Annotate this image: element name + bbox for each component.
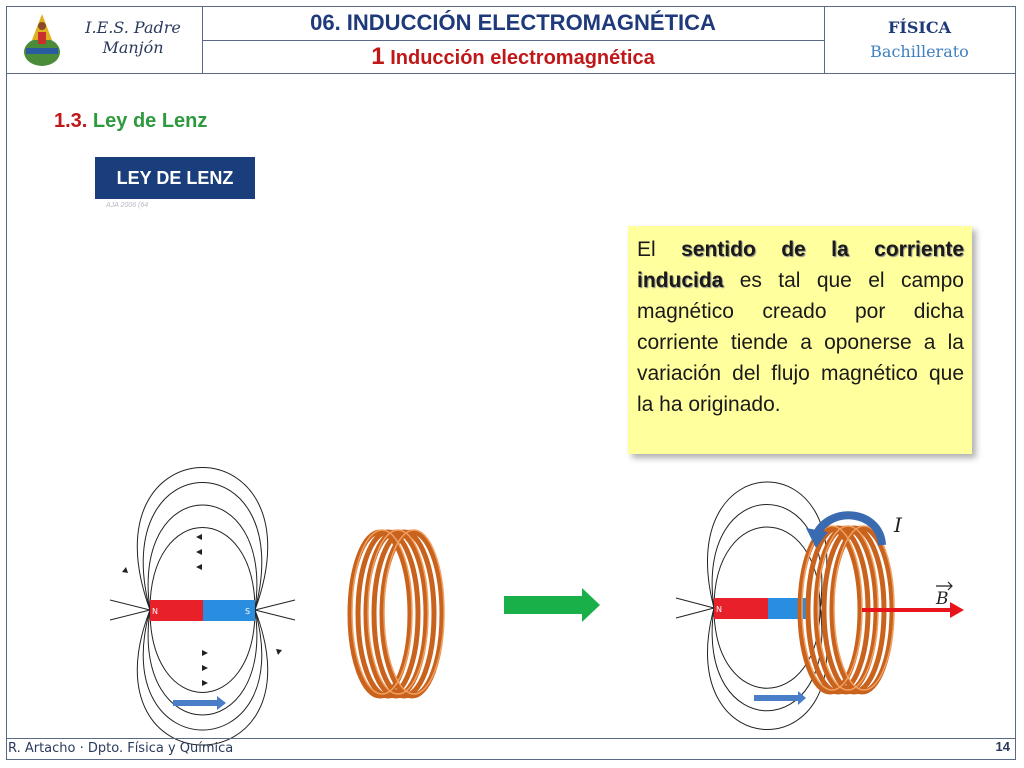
- current-label: I: [893, 513, 903, 537]
- magnet-south-label-left: S: [245, 607, 250, 616]
- slide-frame: [6, 6, 1016, 760]
- coil-left-highlight: [351, 529, 445, 695]
- section-heading: 1.3. Ley de Lenz: [54, 110, 207, 133]
- field-vector-mark: [936, 581, 953, 591]
- motion-arrow-right-body: [754, 695, 798, 701]
- school-name: I.E.S. Padre Manjón: [85, 18, 181, 57]
- page-number: 14: [995, 739, 1010, 754]
- field-lines-left: [109, 467, 296, 746]
- subject-name: FÍSICA: [887, 18, 952, 37]
- subunit-name: Inducción electromagnética: [390, 47, 655, 69]
- transition-arrow-body: [504, 596, 584, 614]
- subunit-number: 1: [371, 43, 385, 70]
- field-arrow-body: [862, 608, 952, 612]
- magnet-north-label-right: N: [716, 605, 722, 614]
- section-number: 1.3.: [54, 110, 88, 132]
- magnet-north-label-left: N: [152, 607, 158, 616]
- footer-bar: [6, 738, 1016, 760]
- magnet-south-left: [203, 600, 255, 621]
- school-logo-cell: I.E.S. Padre Manjón: [6, 6, 203, 73]
- induced-current-arrowhead: [806, 528, 828, 548]
- magnet-north-left: [150, 600, 203, 621]
- footer-author: R. Artacho · Dpto. Física y Química: [8, 741, 234, 756]
- field-label: B: [935, 589, 949, 609]
- field-arrow-head: [950, 602, 964, 618]
- title-cell: 06. INDUCCIÓN ELECTROMAGNÉTICA 1 Inducci…: [202, 6, 825, 73]
- section-name: Ley de Lenz: [92, 110, 208, 132]
- motion-arrow-left-head: [217, 696, 226, 710]
- course-level: Bachillerato: [870, 42, 969, 61]
- callout-text-end: es tal que el campo magnético creado por…: [637, 269, 964, 416]
- subunit-title: 1 Inducción electromagnética: [202, 41, 824, 73]
- subject-cell: FÍSICA Bachillerato: [824, 6, 1015, 73]
- magnet-north-right: [714, 598, 768, 619]
- video-link-thumbnail[interactable]: LEY DE LENZ: [95, 157, 255, 199]
- callout-bold-text: sentido de la corriente inducida: [637, 238, 964, 292]
- motion-arrow-right-head: [798, 691, 806, 705]
- slide-header: I.E.S. Padre Manjón 06. INDUCCIÓN ELECTR…: [6, 6, 1016, 74]
- induced-current-arrow: [812, 511, 886, 546]
- video-caption: AJA 2006 (64: [106, 202, 149, 209]
- school-logo-icon: [24, 14, 60, 66]
- motion-arrow-left-body: [173, 700, 217, 706]
- lenz-law-callout: El sentido de la corriente inducida es t…: [628, 226, 972, 454]
- field-arrows-left: [122, 534, 282, 686]
- unit-title: 06. INDUCCIÓN ELECTROMAGNÉTICA: [202, 6, 824, 41]
- callout-text-start: El: [637, 238, 682, 261]
- transition-arrow-head: [582, 588, 600, 622]
